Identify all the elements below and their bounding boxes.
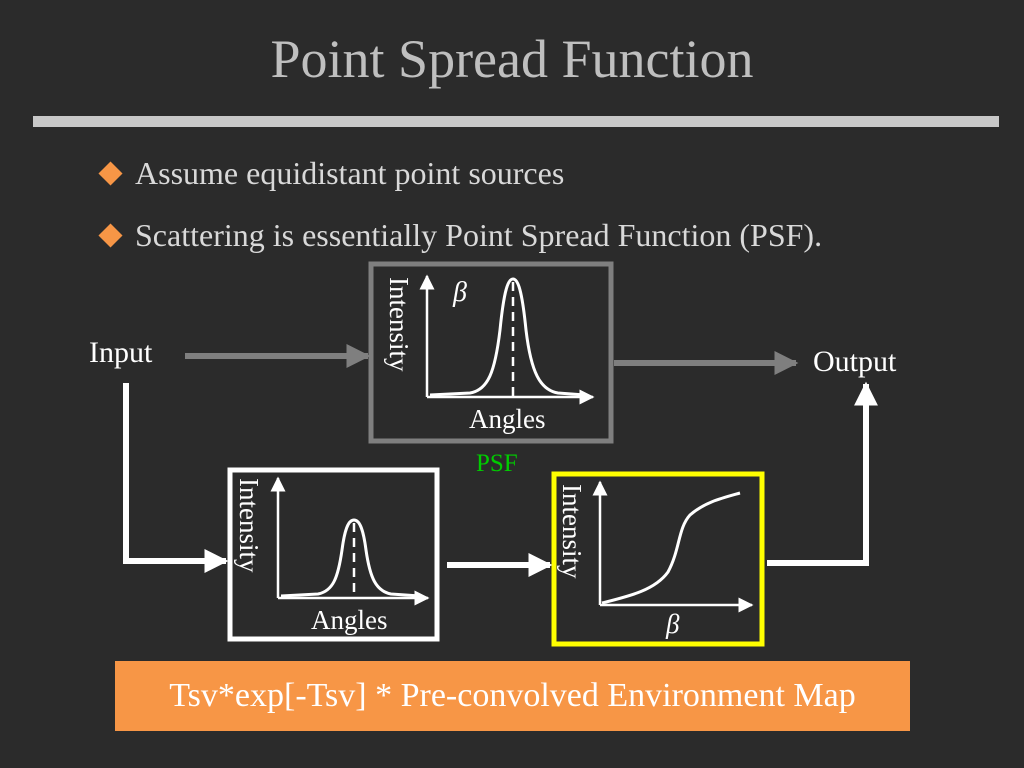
beta-label: β [453, 277, 467, 308]
bl-x-axis-label: Angles [311, 605, 388, 635]
psf-box [368, 261, 614, 444]
top-x-axis-label: Angles [469, 404, 546, 434]
bottom-right-box [551, 471, 765, 647]
formula-banner: Tsv*exp[-Tsv] * Pre-convolved Environmen… [115, 661, 910, 731]
br-x-axis-label: β [666, 609, 680, 639]
bullet-text: Assume equidistant point sources [135, 155, 565, 191]
bottom-left-box [227, 467, 440, 642]
page-title: Point Spread Function [270, 29, 754, 89]
bottom-right-to-output-arrow [767, 381, 878, 566]
bl-y-axis-label: Intensity [234, 478, 264, 573]
input-label: Input [89, 336, 153, 369]
top-psf-curve [429, 277, 586, 397]
top-y-axis-label: Intensity [384, 277, 414, 372]
bullet-text: Scattering is essentially Point Spread F… [135, 217, 823, 253]
psf-label: PSF [476, 450, 518, 477]
bl-psf-curve [280, 518, 421, 598]
br-sigmoid-curve [601, 491, 741, 605]
title-divider [33, 116, 999, 127]
br-y-axis-label: Intensity [557, 484, 587, 579]
input-to-bottom-left-arrow [123, 383, 229, 573]
output-label: Output [813, 345, 897, 378]
bullet-item: Assume equidistant point sources [98, 155, 564, 192]
bullet-item: Scattering is essentially Point Spread F… [98, 217, 822, 254]
